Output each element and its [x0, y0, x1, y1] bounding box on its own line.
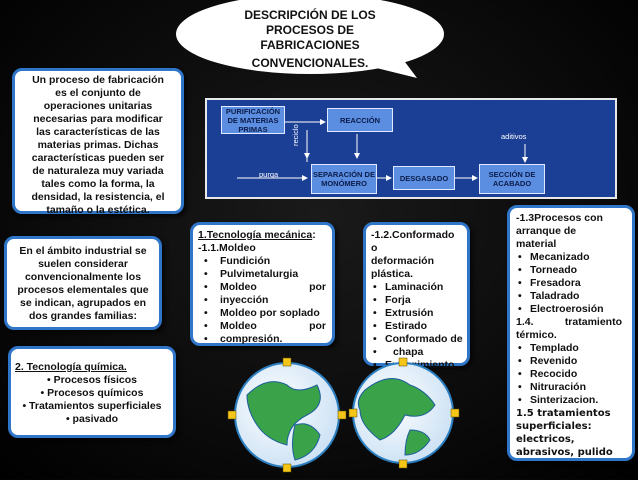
title-bubble: DESCRIPCIÓN DE LOS PROCESOS DE FABRICACI…: [175, 0, 445, 78]
conformado-line: deformación: [371, 255, 435, 267]
mecanica-item: Pulvimetalurgia: [198, 268, 326, 281]
flow-reaccion: REACCIÓN: [327, 108, 393, 132]
conformado-item: Forja: [371, 294, 463, 307]
flow-label-purga: purga: [259, 170, 279, 179]
intro-line: operaciones unitarias: [43, 100, 153, 112]
industrial-line: convencionalmente los: [24, 271, 142, 283]
flow-arrows: [237, 119, 528, 181]
intro-line: características pueden ser: [31, 152, 165, 164]
industrial-line: suelen considerar: [38, 258, 128, 270]
title-line-4: CONVENCIONALES.: [251, 56, 369, 70]
conformado-item-cont: chapa: [371, 346, 463, 359]
flow-label-aditivos: aditivos: [501, 132, 527, 141]
flow-purificacion: PURIFICACIÓN DE MATERIAS PRIMAS: [221, 106, 285, 134]
industrial-line: dos grandes familias:: [29, 310, 137, 322]
quimica-item: • Tratamientos superficiales: [22, 400, 162, 412]
termico-item: Sinterizacion.: [516, 394, 626, 407]
termico-heading-cont: térmico.: [516, 329, 557, 341]
title-line-1: DESCRIPCIÓN DE LOS: [244, 8, 376, 22]
title-line-2: PROCESOS DE: [265, 23, 355, 37]
quimica-item: • pasivado: [65, 413, 119, 425]
conformado-item: Laminación: [371, 281, 463, 294]
mecanica-heading: 1.Tecnología mecánica:: [198, 229, 316, 241]
mecanica-item-cont: compresión.: [198, 333, 326, 346]
superficial-line: electricos,: [516, 434, 575, 445]
superficial-line: superficiales:: [516, 421, 592, 432]
arranque-line: -1.3Procesos con: [516, 212, 603, 224]
arranque-item: Mecanizado: [516, 251, 626, 264]
intro-line: necesarias para modificar: [33, 113, 163, 125]
arranque-box: -1.3Procesos con arranque de material Me…: [507, 205, 635, 461]
globes-illustration: [225, 355, 475, 475]
conformado-item: Estirado: [371, 320, 463, 333]
intro-line: de naturaleza muy variada: [32, 165, 164, 177]
title-line-3: FABRICACIONES: [260, 38, 360, 52]
intro-line: es el conjunto de: [55, 87, 141, 99]
superficial-line: abrasivos, pulido: [516, 447, 613, 458]
quimica-heading: 2. Tecnología química.: [15, 361, 127, 373]
flow-separacion: SEPARACIÓN DE MONÓMERO: [311, 164, 377, 194]
quimica-item: • Procesos químicos: [40, 387, 144, 399]
termico-item: Revenido: [516, 355, 626, 368]
intro-line: las características de las: [36, 126, 160, 138]
arranque-item: Electroerosión: [516, 303, 626, 316]
conformado-line: plástica.: [371, 268, 414, 280]
termico-heading: 1.4.tratamiento: [516, 316, 622, 328]
conformado-box: -1.2.Conformado o deformación plástica. …: [363, 222, 470, 385]
flow-label-reciclo: reciclo: [291, 124, 300, 146]
process-flow-diagram: PURIFICACIÓN DE MATERIAS PRIMAS REACCIÓN…: [205, 98, 617, 199]
arranque-item: Taladrado: [516, 290, 626, 303]
flow-seccion: SECCIÓN DE ACABADO: [479, 164, 545, 194]
globe-icon: [227, 357, 460, 473]
conformado-line: -1.2.Conformado o: [371, 229, 455, 254]
superficial-line: 1.5 tratamientos: [516, 408, 611, 419]
conformado-item: Extrusión: [371, 307, 463, 320]
bubble-shape: [176, 0, 444, 78]
quimica-item: • Procesos físicos: [46, 374, 138, 386]
termico-item: Nitruración: [516, 381, 626, 394]
industrial-line: se indican, agrupados en: [19, 297, 147, 309]
flow-desgasado: DESGASADO: [393, 166, 455, 190]
industrial-line: En el ámbito industrial se: [19, 245, 147, 257]
termico-item: Templado: [516, 342, 626, 355]
arranque-line: arranque de: [516, 225, 577, 237]
intro-line: tamaño o la estética.: [46, 204, 150, 216]
intro-line: tales como la forma, la: [41, 178, 155, 190]
mecanica-item-cont: inyección: [198, 294, 326, 307]
industrial-box: En el ámbito industrial se suelen consid…: [4, 236, 162, 330]
intro-line: Un proceso de fabricación: [32, 74, 164, 86]
mecanica-item: Moldeo por soplado: [198, 307, 326, 320]
quimica-box: 2. Tecnología química. • Procesos físico…: [8, 346, 176, 438]
conformado-item: Conformado de: [371, 333, 463, 346]
intro-box: Un proceso de fabricación es el conjunto…: [12, 68, 184, 216]
arranque-line: material: [516, 238, 557, 250]
mecanica-box: 1.Tecnología mecánica: -1.1.Moldeo Fundi…: [190, 222, 335, 346]
industrial-line: procesos elementales que: [17, 284, 149, 296]
arranque-item: Torneado: [516, 264, 626, 277]
intro-line: densidad, la resistencia, el: [31, 191, 165, 203]
termico-item: Recocido: [516, 368, 626, 381]
mecanica-item: Fundición: [198, 255, 326, 268]
arranque-item: Fresadora: [516, 277, 626, 290]
intro-line: materias primas. Dichas: [37, 139, 159, 151]
mecanica-sub: -1.1.Moldeo: [198, 242, 256, 254]
